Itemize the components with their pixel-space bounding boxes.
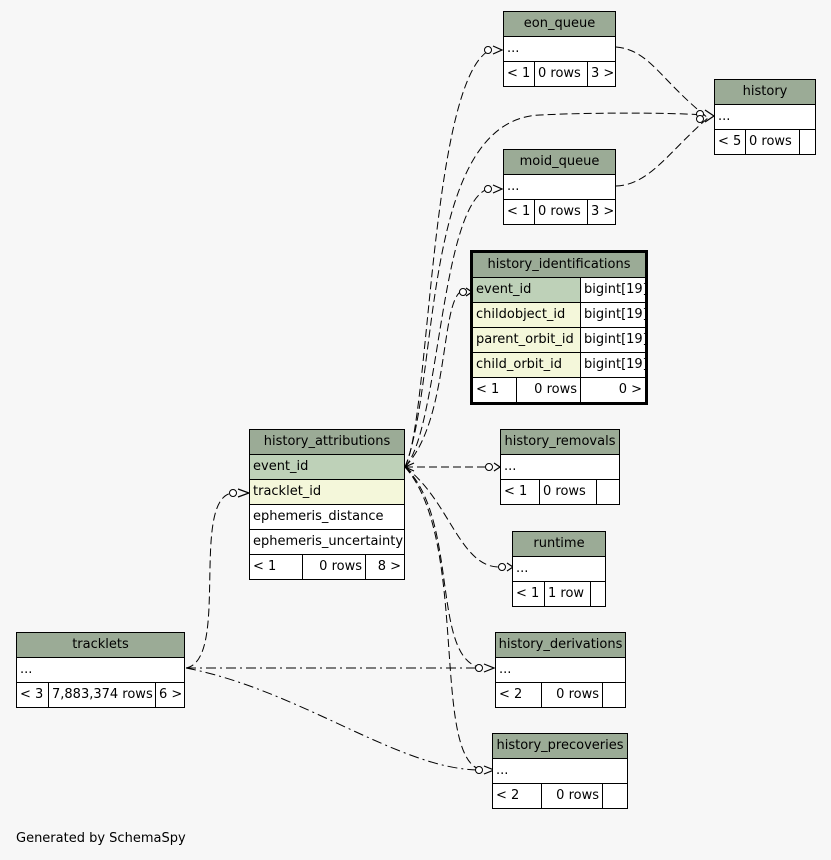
table-title[interactable]: history_precoveries [493, 734, 627, 759]
table-history-removals[interactable]: history_removals ... < 1 0 rows [500, 429, 620, 505]
column-ellipsis: ... [507, 179, 520, 194]
column-name: ephemeris_uncertainty [253, 534, 404, 549]
link-attributions-derivations [404, 466, 483, 669]
parent-count: < 1 [507, 204, 531, 219]
table-title[interactable]: history_derivations [496, 633, 625, 658]
crow-foot [483, 663, 496, 673]
link-eon-queue-history [615, 46, 709, 119]
table-tracklets[interactable]: tracklets ... < 3 7,883,374 rows 6 > [16, 632, 185, 708]
child-count [590, 582, 605, 606]
link-attributions-precoveries [404, 466, 483, 771]
link-end-circle [696, 115, 704, 123]
table-eon-queue[interactable]: eon_queue ... < 1 0 rows 3 > [503, 11, 616, 87]
link-end-circle [475, 664, 483, 672]
child-count: 6 > [155, 683, 184, 707]
row-count: 0 rows [516, 378, 580, 402]
table-title[interactable]: history_attributions [250, 430, 404, 455]
link-end-circle [229, 489, 237, 497]
table-title[interactable]: history_identifications [473, 253, 645, 278]
table-history-attributions[interactable]: history_attributions event_id tracklet_i… [249, 429, 405, 580]
link-tracklets-precoveries [185, 667, 481, 771]
table-title[interactable]: eon_queue [504, 12, 615, 37]
link-attributions-runtime [404, 466, 503, 568]
parent-count: < 5 [718, 134, 742, 149]
row-count: 1 row [544, 582, 590, 606]
column-name: ephemeris_distance [253, 509, 384, 524]
child-count [602, 784, 627, 808]
child-count [596, 480, 619, 504]
table-runtime[interactable]: runtime ... < 1 1 row [512, 531, 606, 607]
arrow-head [403, 462, 415, 472]
crow-foot [492, 184, 504, 194]
link-tracklets-attributions [185, 492, 233, 669]
table-history[interactable]: history ... < 5 0 rows [714, 79, 816, 155]
column-ellipsis: ... [718, 109, 731, 124]
column-name: child_orbit_id [473, 353, 580, 377]
column-ellipsis: ... [496, 763, 509, 778]
table-title[interactable]: tracklets [17, 633, 184, 658]
link-end-circle [475, 766, 483, 774]
link-attributions-moid-queue [404, 187, 491, 468]
column-type: bigint[19] [580, 303, 645, 327]
link-end-circle [459, 288, 467, 296]
parent-count: < 3 [20, 687, 44, 702]
column-name: event_id [473, 278, 580, 302]
row-count: 0 rows [745, 130, 799, 154]
child-count [602, 683, 625, 707]
crow-foot [704, 109, 716, 123]
row-count: 0 rows [539, 480, 596, 504]
column-type: bigint[19] [580, 278, 645, 302]
child-count: 3 > [587, 62, 615, 86]
column-type: bigint[19] [580, 353, 645, 377]
column-name: tracklet_id [250, 480, 404, 504]
link-attributions-history [404, 112, 706, 468]
link-moid-queue-history [615, 117, 709, 187]
column-name: event_id [250, 455, 404, 479]
table-title[interactable]: history [715, 80, 815, 105]
row-count: 0 rows [302, 555, 365, 579]
child-count: 3 > [587, 200, 615, 224]
table-history-derivations[interactable]: history_derivations ... < 2 0 rows [495, 632, 626, 708]
child-count: 0 > [580, 378, 645, 402]
column-name: childobject_id [473, 303, 580, 327]
table-title[interactable]: runtime [513, 532, 605, 557]
table-history-identifications[interactable]: history_identifications event_id bigint[… [470, 250, 648, 405]
row-count: 0 rows [534, 62, 587, 86]
child-count [799, 130, 815, 154]
crow-foot [237, 488, 251, 498]
footer-credit: Generated by SchemaSpy [16, 831, 186, 846]
parent-count: < 1 [504, 484, 528, 499]
parent-count: < 1 [516, 586, 540, 601]
column-type: bigint[19] [580, 328, 645, 352]
column-ellipsis: ... [507, 41, 520, 56]
table-title[interactable]: moid_queue [504, 150, 615, 175]
link-attributions-identifications [404, 290, 463, 468]
child-count: 8 > [365, 555, 404, 579]
crow-foot [492, 45, 504, 55]
link-end-circle [484, 46, 492, 54]
link-end-circle [498, 563, 506, 571]
parent-count: < 1 [476, 382, 500, 397]
column-ellipsis: ... [516, 561, 529, 576]
row-count: 7,883,374 rows [48, 683, 155, 707]
table-moid-queue[interactable]: moid_queue ... < 1 0 rows 3 > [503, 149, 616, 225]
column-name: parent_orbit_id [473, 328, 580, 352]
column-ellipsis: ... [504, 459, 517, 474]
parent-count: < 2 [496, 788, 520, 803]
row-count: 0 rows [534, 200, 587, 224]
table-history-precoveries[interactable]: history_precoveries ... < 2 0 rows [492, 733, 628, 809]
link-attributions-eon-queue [404, 49, 491, 468]
link-end-circle [484, 185, 492, 193]
parent-count: < 2 [499, 687, 523, 702]
table-title[interactable]: history_removals [501, 430, 619, 455]
column-ellipsis: ... [499, 662, 512, 677]
link-end-circle [485, 463, 493, 471]
column-ellipsis: ... [20, 662, 33, 677]
row-count: 0 rows [541, 683, 602, 707]
row-count: 0 rows [541, 784, 602, 808]
parent-count: < 1 [507, 66, 531, 81]
parent-count: < 1 [253, 559, 277, 574]
